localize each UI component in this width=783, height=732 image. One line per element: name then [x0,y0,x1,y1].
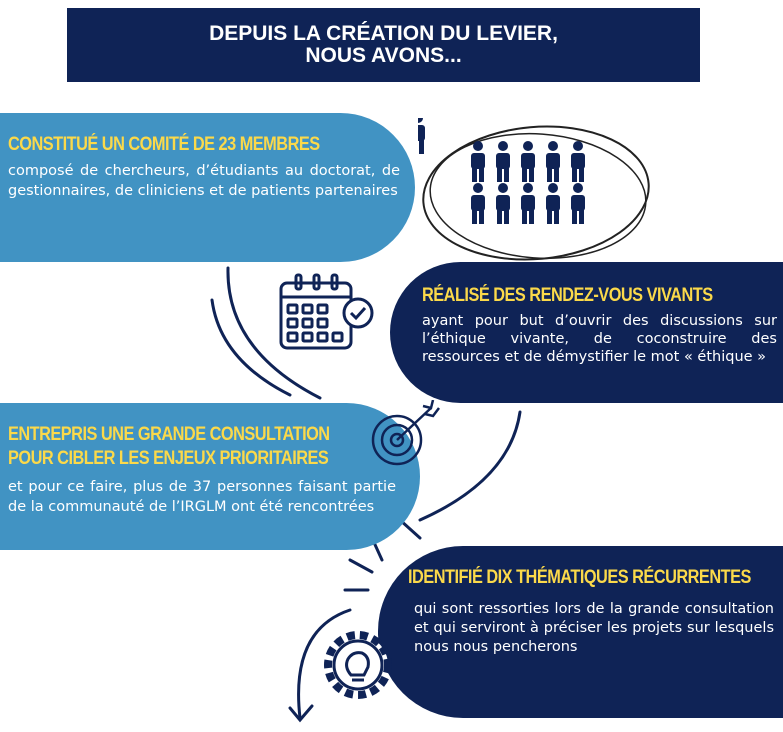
people-icon [418,118,650,261]
item-1-text: composé de chercheurs, d’étudiants au do… [8,163,400,199]
calendar-check-icon [279,273,374,350]
item-3-card: ENTREPRIS UNE GRANDE CONSULTATION POUR C… [0,403,420,550]
gear-lightbulb-icon [324,631,392,699]
header-line-1: DEPUIS LA CRÉATION DU LEVIER, [209,22,558,45]
item-3-title-line-2: POUR CIBLER LES ENJEUX PRIORITAIRES [8,448,329,469]
item-4-text: qui sont ressorties lors de la grande co… [414,601,774,655]
item-1-card: CONSTITUÉ UN COMITÉ DE 23 MEMBRES compos… [0,113,415,262]
item-4-title: IDENTIFIÉ DIX THÉMATIQUES RÉCURRENTES [408,567,751,588]
item-2-title: RÉALISÉ DES RENDEZ-VOUS VIVANTS [422,285,713,306]
item-3-title-line-1: ENTREPRIS UNE GRANDE CONSULTATION [8,424,330,445]
header-banner: DEPUIS LA CRÉATION DU LEVIER, NOUS AVONS… [67,8,700,82]
item-2-text: ayant pour but d’ouvrir des discussions … [422,313,777,365]
item-3-text: et pour ce faire, plus de 37 personnes f… [8,479,396,515]
header-line-2: NOUS AVONS... [305,44,462,67]
item-4-card: IDENTIFIÉ DIX THÉMATIQUES RÉCURRENTES qu… [378,546,783,718]
item-1-title: CONSTITUÉ UN COMITÉ DE 23 MEMBRES [8,134,320,155]
item-2-card: RÉALISÉ DES RENDEZ-VOUS VIVANTS ayant po… [390,262,783,403]
target-icon [371,400,440,466]
